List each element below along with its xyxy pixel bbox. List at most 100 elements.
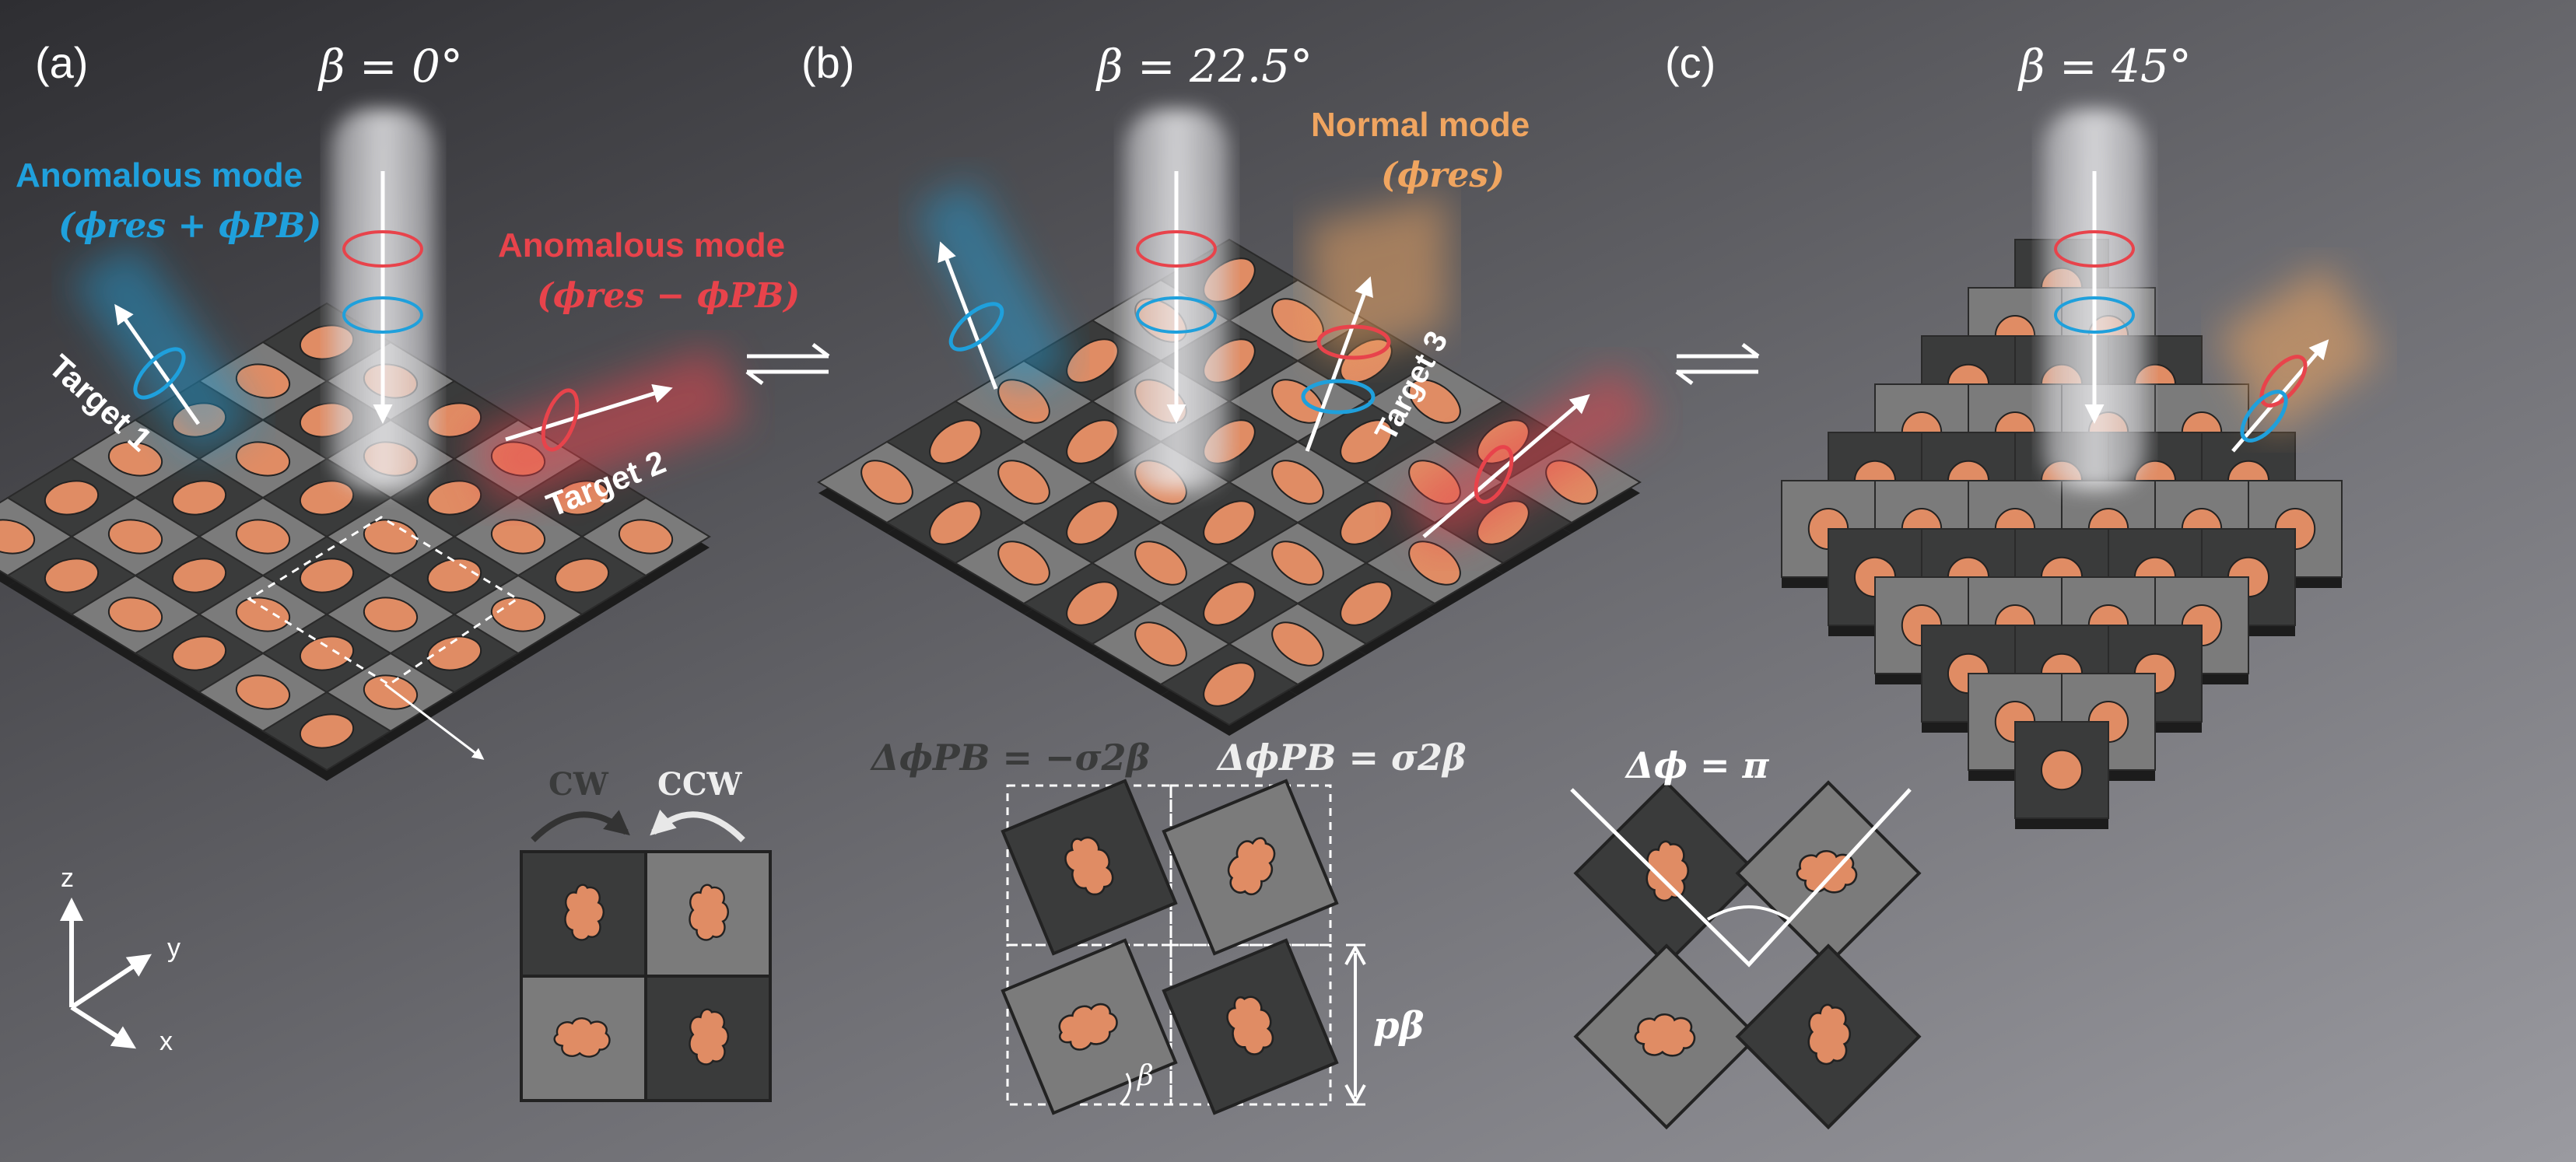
boardA-tile-0-3-resonator [107,441,163,477]
reverse-arrow-ab [745,369,829,385]
delta-phi-pi: Δϕ = π [1624,744,1770,786]
polarization-ring-a2 [541,388,580,452]
boardA-tile-3-5-resonator [171,635,227,671]
boardB-tile-2-4-resonator [1066,500,1119,545]
mode-phase-anomalous-plus: (ϕres + ϕPB) [58,206,321,246]
beta-label-a: β = 0° [317,40,463,93]
boardA-tile-0-5-resonator [0,519,36,555]
panel-tag-a: (a) [35,38,88,87]
beam-normal-b [1307,194,1447,366]
x-axis [70,1005,137,1049]
beta-arc [1119,1073,1131,1106]
arrow-normal-b [1305,276,1373,452]
boardA-tile-5-5-resonator [299,713,355,749]
panel-b: (b) β = 22.5° Normal mode (ϕres) Target … [801,38,1657,736]
beam-normal-c [2217,264,2381,436]
boardA-tile-4-1-resonator [490,519,546,555]
polarization-ring-b4 [1474,445,1514,504]
boardB-tile-0-4-resonator [929,419,982,464]
metasurface-a [0,302,711,781]
boardA-tile-3-2-resonator [363,519,419,555]
boardB-tile-4-3-resonator [1271,541,1324,586]
boardA-tile-2-2-resonator [299,480,355,516]
delta-phi-plus: ΔϕPB = σ2β [1216,737,1467,779]
incident-ring-red-b [1136,230,1217,268]
mode-title-anomalous-plus: Anomalous mode [16,156,303,194]
incident-ring-blue-a [342,296,423,334]
boardA-tile-3-4-resonator [235,597,291,632]
boardB-tile-3-0-resonator [1408,379,1461,424]
boardA-tile-4-4-resonator [299,635,355,671]
beam-anomalous-minus-b [1400,366,1657,552]
boardA-tile-5-4-resonator [363,674,419,710]
boardB-tile-5-2-resonator [1408,541,1461,586]
reverse-arrow-bc [1675,369,1758,385]
unit-cell-inset: CW CCW [520,766,772,1102]
coordinate-axes: z y x [60,863,180,1056]
rotated-cell-inset: β pβ ΔϕPB = −σ2β ΔϕPB = σ2β [870,737,1467,1115]
boardB-tile-4-5-resonator [1134,621,1187,667]
boardA-tile-1-4-resonator [107,519,163,555]
boardB-tile-5-4-resonator [1271,621,1324,667]
boardA-tile-0-1-resonator [235,363,291,399]
beam-anomalous-plus [70,241,257,459]
pi-arc [1706,905,1791,921]
boardB-tile-1-5-resonator [929,500,982,545]
zoom-arrow [384,683,485,760]
polarization-ring-b1 [948,302,1004,352]
polarization-ring-b2 [1316,324,1391,360]
period-label: pβ [1373,1004,1425,1048]
y-axis-label: y [167,933,180,963]
boardB-tile-0-2-resonator [1066,338,1119,383]
boardA-tile-3-3-resonator [299,558,355,593]
y-axis [70,954,152,1010]
incident-ring-blue-b [1136,296,1217,334]
diamond-cell-inset: Δϕ = π [1570,744,1922,1130]
boardB-tile-4-4-resonator [1203,581,1256,626]
boardC-tile-5-5-resonator [2040,749,2084,791]
boardB-tile-0-5-resonator [860,460,913,505]
boardA-tile-2-3-resonator [235,519,291,555]
beta-label-b: β = 22.5° [1095,40,1313,93]
ccw-arrow [650,809,745,842]
boardB-tile-1-3-resonator [1066,419,1119,464]
orientation-lines [1570,788,1912,968]
beam-anomalous-minus [467,346,747,509]
beta-label-c: β = 45° [2017,40,2192,93]
boardB-tile-3-5-resonator [1066,581,1119,626]
boardA-tile-4-0-resonator [554,480,610,516]
boardB-tile-3-1-resonator [1340,419,1393,464]
forward-arrow-bc [1677,343,1760,359]
boardB-tile-3-3-resonator [1203,500,1256,545]
x-axis-label: x [159,1027,173,1056]
boardA-tile-2-4-resonator [171,558,227,593]
cw-arrow [531,810,630,842]
polarization-ring-c2 [2240,390,2288,443]
boardA-tile-3-1-resonator [426,480,482,516]
z-axis-label: z [61,863,74,893]
arrow-anomalous-b2 [1422,394,1590,538]
polarization-ring-b3 [1301,379,1376,415]
boardA-tile-5-1-resonator [554,558,610,593]
boardB-tile-3-2-resonator [1271,460,1324,505]
boardB-tile-5-3-resonator [1340,581,1393,626]
ccw-label: CCW [657,766,743,803]
boardA-tile-2-5-resonator [107,597,163,632]
forward-arrow-ab [747,343,830,359]
boardA-tile-4-5-resonator [235,674,291,710]
delta-phi-minus: ΔϕPB = −σ2β [870,737,1150,779]
polarization-ring-a1 [133,347,186,400]
mode-phase-normal: (ϕres) [1381,156,1505,195]
panel-c: (c) β = 45° [1665,38,2381,829]
polarization-ring-c1 [2259,355,2308,408]
boardA-tile-5-0-resonator [618,519,674,555]
cw-label: CW [548,766,609,803]
boardB-tile-2-5-resonator [997,541,1050,586]
mode-phase-anomalous-minus: (ϕres − ϕPB) [537,276,800,316]
beam-anomalous-plus-b [914,179,1074,397]
panel-a: (a) β = 0° Anomalous mode (ϕres + ϕPB) A… [0,38,800,781]
boardA-tile-1-5-resonator [44,558,100,593]
mode-title-normal: Normal mode [1311,106,1530,144]
